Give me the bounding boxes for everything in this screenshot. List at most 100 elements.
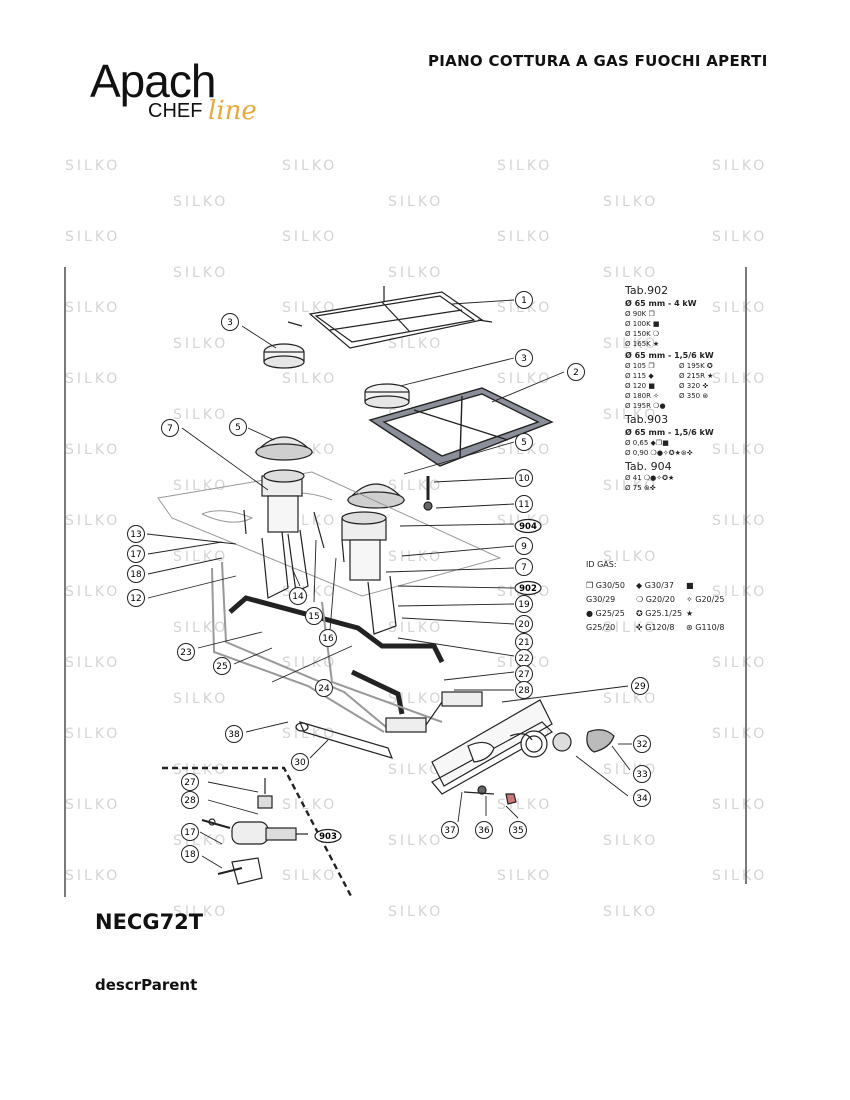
document-title: PIANO COTTURA A GAS FUOCHI APERTI xyxy=(428,52,768,70)
callout-marker: 5 xyxy=(229,418,247,436)
gas-id-cell: ■ xyxy=(686,581,694,590)
control-panel-rail xyxy=(431,699,553,795)
pan-support-top xyxy=(287,286,493,349)
watermark-text: SILKO xyxy=(497,158,553,174)
callout-label: 23 xyxy=(180,648,191,658)
callout-marker: 24 xyxy=(315,679,333,697)
callout-label: 16 xyxy=(322,634,334,644)
callout-label: 25 xyxy=(216,662,227,672)
injector-legend: Tab.902 Ø 65 mm - 4 kW Ø 90K ❐Ø 100K ■Ø … xyxy=(625,282,775,493)
callout-label: 35 xyxy=(512,826,523,836)
hob-plate xyxy=(157,471,502,597)
gas-id-cell: G25/20 xyxy=(586,623,616,632)
callout-label: 29 xyxy=(634,682,646,692)
watermark-text: SILKO xyxy=(388,903,444,920)
callout-marker: 29 xyxy=(631,677,649,695)
callout-marker: 7 xyxy=(161,419,179,437)
callout-marker: 15 xyxy=(305,607,323,625)
legend-row: Ø 215R ★ xyxy=(679,372,714,380)
logo-line-text: line xyxy=(208,96,257,126)
gas-id-cell: ⊛ G110/8 xyxy=(686,623,725,632)
callout-label: 13 xyxy=(130,530,141,540)
callout-marker: 33 xyxy=(633,765,651,783)
legend-row: Ø 350 ⊛ xyxy=(679,392,709,400)
tab902-head1: Ø 65 mm - 4 kW xyxy=(625,299,697,308)
brand-logo: Apach CHEF line xyxy=(90,54,270,134)
logo-chef-text: CHEF xyxy=(148,100,203,122)
callout-marker: 37 xyxy=(441,821,459,839)
gas-id-cell: ✜ G120/8 xyxy=(636,623,675,632)
logo-brand-text: Apach xyxy=(90,55,216,107)
gas-id-grid: ❐ G30/50◆ G30/37■G30/29❍ G20/20✧ G20/25●… xyxy=(586,579,736,635)
callout-marker: 27 xyxy=(181,773,199,791)
gas-id-legend: ID GAS: ❐ G30/50◆ G30/37■G30/29❍ G20/20✧… xyxy=(586,560,736,635)
callout-label: 15 xyxy=(308,612,319,622)
tab903-title: Tab.903 xyxy=(625,413,669,426)
tab902-rows2: Ø 105 ❐Ø 195K ✪Ø 115 ◆Ø 215R ★Ø 120 ■Ø 3… xyxy=(625,361,775,411)
gas-pipe-black xyxy=(228,595,445,715)
legend-row: Ø 195K ✪ xyxy=(679,362,713,370)
callout-marker: 3 xyxy=(221,313,239,331)
callout-label: 17 xyxy=(184,828,195,838)
legend-row: Ø 150K ❍ xyxy=(625,330,660,338)
legend-row: Ø 180R ✧ xyxy=(625,392,660,400)
model-code: NECG72T xyxy=(95,910,204,934)
gas-id-cell: ❍ G20/20 xyxy=(636,595,675,604)
inset-valve-assembly xyxy=(201,778,308,885)
callout-label: 19 xyxy=(518,600,530,610)
callout-label: 24 xyxy=(318,684,330,694)
callout-label: 18 xyxy=(184,850,196,860)
watermark-text: SILKO xyxy=(388,193,444,210)
callout-marker: 20 xyxy=(515,615,533,633)
watermark-text: SILKO xyxy=(712,229,768,245)
watermark-text: SILKO xyxy=(282,229,338,245)
callout-marker: 1 xyxy=(515,291,533,309)
watermark-text: SILKO xyxy=(603,193,659,210)
burner-cap-left xyxy=(263,343,305,369)
callout-marker: 14 xyxy=(289,587,307,605)
legend-row: Ø 120 ■ xyxy=(625,382,655,390)
legend-row: Ø 75 ⊛✜ xyxy=(625,484,656,492)
fixing-bracket xyxy=(295,721,394,759)
callout-label: 7 xyxy=(521,563,527,573)
watermark-text: SILKO xyxy=(712,158,768,174)
callout-marker: 17 xyxy=(127,545,145,563)
callout-marker: 34 xyxy=(633,789,651,807)
tab902-title: Tab.902 xyxy=(625,284,669,297)
part-tag-label: 903 xyxy=(319,832,337,842)
callout-marker: 9 xyxy=(515,537,533,555)
callout-marker: 36 xyxy=(475,821,493,839)
tab903-head: Ø 65 mm - 1,5/6 kW xyxy=(625,428,714,437)
part-tag: 904 xyxy=(514,518,542,534)
callout-marker: 16 xyxy=(319,629,337,647)
callout-label: 14 xyxy=(292,592,304,602)
legend-row: Ø 90K ❐ xyxy=(625,310,655,318)
callout-marker: 5 xyxy=(515,433,533,451)
part-tag: 903 xyxy=(314,828,342,844)
legend-row: Ø 165K ★ xyxy=(625,340,660,348)
callout-marker: 7 xyxy=(515,558,533,576)
callout-label: 1 xyxy=(521,296,527,306)
gas-id-cell: ✧ G20/25 xyxy=(686,595,725,604)
legend-row: Ø 115 ◆ xyxy=(625,372,654,380)
callout-label: 3 xyxy=(521,354,527,364)
legend-row: Ø 0,90 ❍●✧✪★⊛✜ xyxy=(625,449,693,457)
burner-cap-right xyxy=(364,383,410,409)
part-tag-label: 904 xyxy=(519,522,537,532)
gas-pipe-grey xyxy=(211,561,443,733)
callout-label: 36 xyxy=(478,826,490,836)
callout-label: 30 xyxy=(294,758,306,768)
callout-label: 9 xyxy=(521,542,527,552)
callout-label: 12 xyxy=(130,594,141,604)
callout-marker: 11 xyxy=(515,495,533,513)
callout-label: 33 xyxy=(636,770,647,780)
callout-marker: 25 xyxy=(213,657,231,675)
callout-label: 3 xyxy=(227,318,233,328)
watermark-text: SILKO xyxy=(173,193,229,210)
callout-marker: 18 xyxy=(181,845,199,863)
callout-marker: 22 xyxy=(515,649,533,667)
tab902-rows1: Ø 90K ❐Ø 100K ■Ø 150K ❍Ø 165K ★ xyxy=(625,309,775,349)
callout-label: 34 xyxy=(636,794,648,804)
callout-marker: 32 xyxy=(633,735,651,753)
watermark-text: SILKO xyxy=(282,158,338,174)
